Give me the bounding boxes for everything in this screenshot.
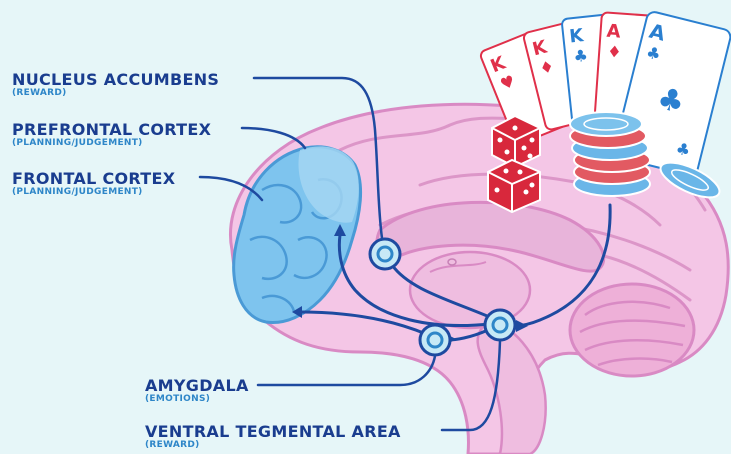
amygdala-title: AMYGDALA	[145, 378, 249, 394]
prefrontal-cortex-subtitle: (PLANNING/JUDGEMENT)	[12, 139, 211, 148]
amygdala-label: AMYGDALA (EMOTIONS)	[145, 378, 249, 404]
frontal-cortex-label: FRONTAL CORTEX (PLANNING/JUDGEMENT)	[12, 171, 175, 197]
frontal-cortex-subtitle: (PLANNING/JUDGEMENT)	[12, 188, 175, 197]
card-4-suit: ♦	[607, 42, 623, 62]
cerebellum	[570, 284, 694, 376]
nucleus-accumbens-label: NUCLEUS ACCUMBENS (REWARD)	[12, 72, 219, 98]
frontal-cortex-title: FRONTAL CORTEX	[12, 171, 175, 187]
prefrontal-cortex-label: PREFRONTAL CORTEX (PLANNING/JUDGEMENT)	[12, 122, 211, 148]
vta-node	[485, 310, 515, 340]
die-bottom	[488, 160, 540, 212]
nucleus-accumbens-title: NUCLEUS ACCUMBENS	[12, 72, 219, 88]
die-top	[492, 116, 540, 167]
amygdala-node	[420, 325, 450, 355]
ventral-tegmental-area-subtitle: (REWARD)	[145, 441, 401, 450]
nucleus-accumbens-node	[370, 239, 400, 269]
leader-amygdala	[258, 356, 435, 385]
ventral-tegmental-area-label: VENTRAL TEGMENTAL AREA (REWARD)	[145, 424, 401, 450]
prefrontal-cortex-title: PREFRONTAL CORTEX	[12, 122, 211, 138]
card-3-suit: ♣	[572, 46, 588, 66]
amygdala-subtitle: (EMOTIONS)	[145, 395, 249, 404]
ventral-tegmental-area-title: VENTRAL TEGMENTAL AREA	[145, 424, 401, 440]
card-4-rank: A	[606, 21, 621, 43]
nucleus-accumbens-subtitle: (REWARD)	[12, 89, 219, 98]
